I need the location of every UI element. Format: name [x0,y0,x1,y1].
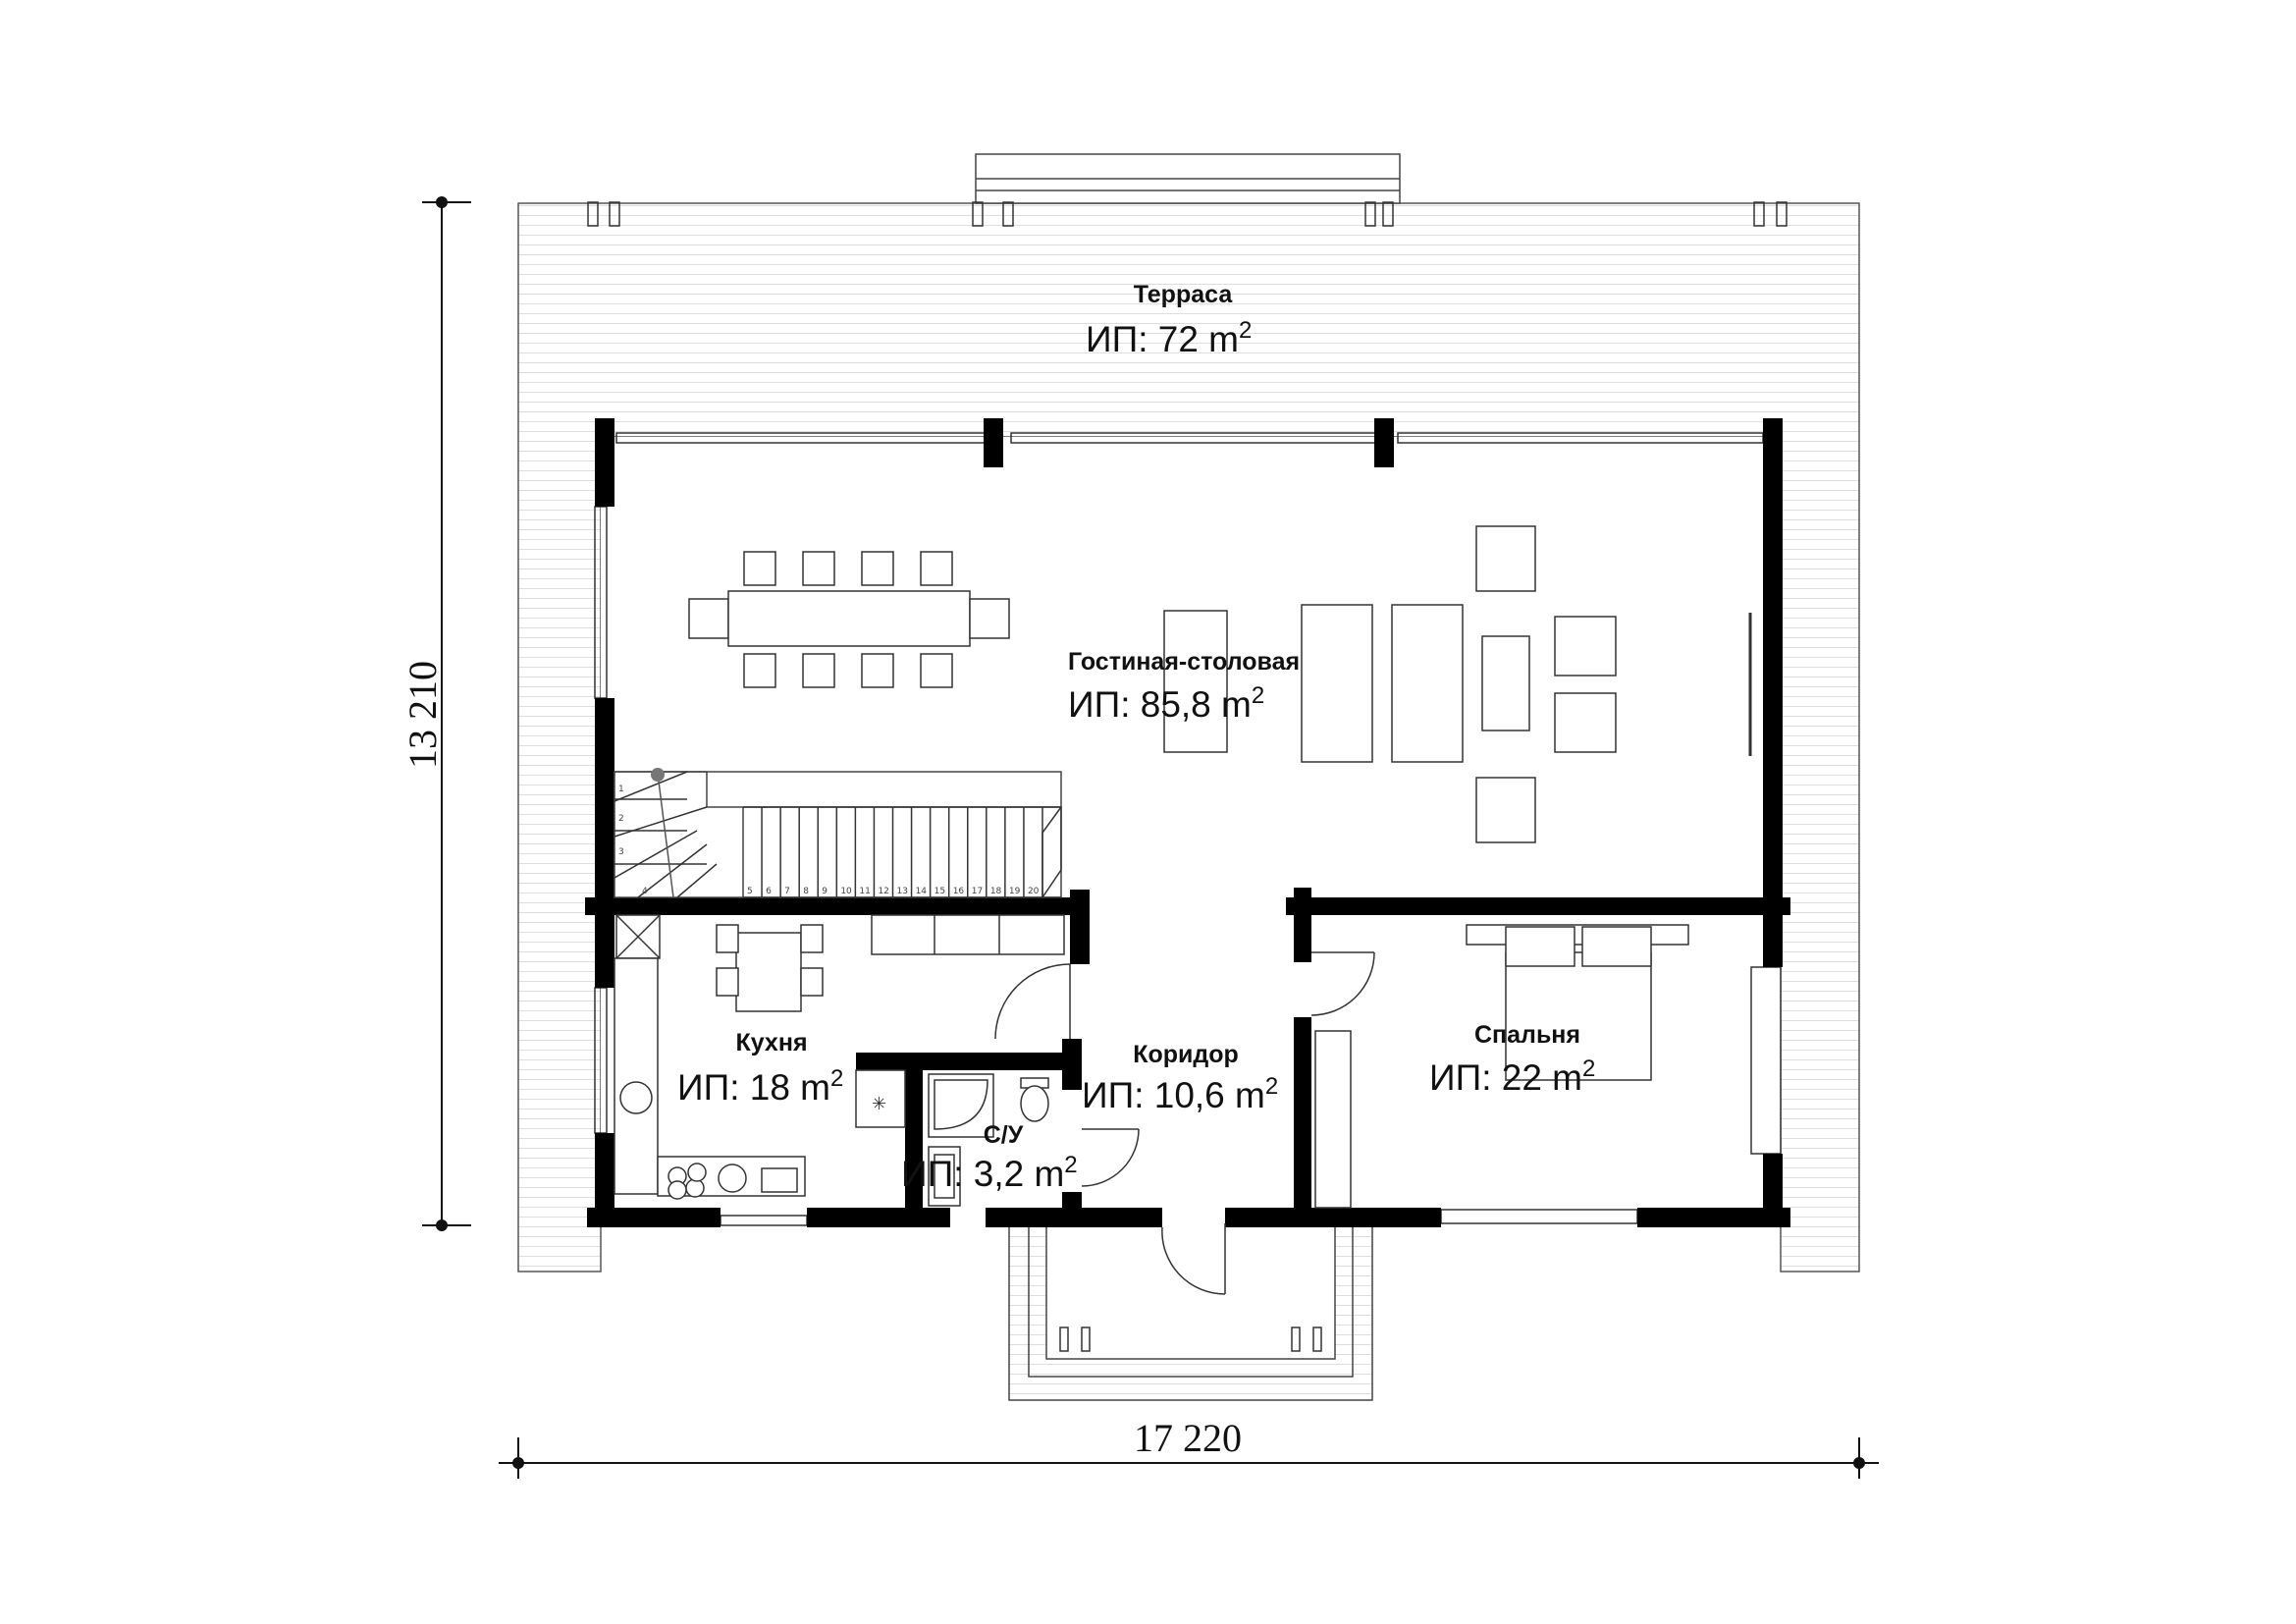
room-area: ИП: 85,8 m2 [1068,682,1264,725]
dining-set [688,551,1010,688]
doors [994,951,1375,1295]
walls [585,418,1790,1227]
room-area: ИП: 10,6 m2 [1082,1073,1278,1115]
stair-step-number: 5 [747,887,753,896]
stair-step-number: 16 [953,887,965,896]
stair-step-number: 14 [916,887,928,896]
porch [1008,1218,1373,1401]
room-bathroom-label: С/У ИП: 3,2 m2 [901,1121,1078,1194]
stair-step-number: 8 [803,887,809,896]
svg-text:1: 1 [618,785,624,794]
stair-step-number: 19 [1009,887,1021,896]
room-area: ИП: 22 m2 [1429,1056,1595,1098]
stair-step-number: 6 [766,887,772,896]
room-bedroom-label: Спальня ИП: 22 m2 [1429,1021,1595,1098]
room-name: Кухня [735,1029,807,1056]
room-area: ИП: 3,2 m2 [901,1152,1078,1194]
svg-text:3: 3 [618,847,624,857]
stair-step-number: 11 [859,887,870,896]
room-living-label: Гостиная-столовая ИП: 85,8 m2 [1068,648,1300,725]
room-name: Спальня [1474,1021,1580,1049]
svg-text:4: 4 [642,887,648,896]
stair-step-number: 7 [784,887,790,896]
bedroom-furniture [1314,924,1689,1209]
room-area: ИП: 18 m2 [677,1065,843,1108]
room-name: Гостиная-столовая [1068,648,1300,676]
svg-text:2: 2 [618,814,624,824]
room-area: ИП: 72 m2 [1086,317,1252,359]
living-set [1163,525,1617,843]
stair-step-number: 12 [878,887,888,896]
room-name: Коридор [1133,1041,1239,1068]
dimension-width: 17 220 [1134,1416,1242,1460]
stair-step-number: 10 [840,887,852,896]
dimension-height: 13 210 [400,661,445,769]
room-name: С/У [984,1121,1024,1149]
stair-step-number: 15 [934,887,945,896]
stair-step-number: 20 [1028,887,1040,896]
staircase: 5 6 7 8 9 10 11 12 13 14 15 16 17 18 19 20 1 2 3 4 [614,768,1062,898]
terrace-deck [517,153,1860,1272]
stair-step-number: 18 [990,887,1002,896]
room-corridor-label: Коридор ИП: 10,6 m2 [1082,1041,1278,1115]
stair-step-number: 17 [972,887,983,896]
bathroom-fixtures [928,1073,1049,1207]
room-terrace-label: Терраса ИП: 72 m2 [1086,281,1252,359]
svg-text:✳: ✳ [872,1094,886,1114]
dimension-lines [422,196,1879,1479]
stair-step-number: 13 [897,887,908,896]
kitchen-furniture: ✳ [614,914,1065,1200]
stair-step-number: 9 [822,887,828,896]
room-name: Терраса [1134,281,1234,308]
room-kitchen-label: Кухня ИП: 18 m2 [677,1029,843,1108]
